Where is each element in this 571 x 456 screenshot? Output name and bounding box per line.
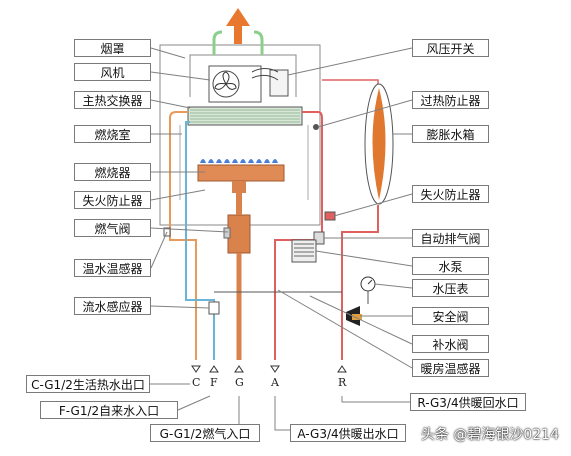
flue-hood: [189, 54, 297, 97]
label-flameout-protector-right: 失火防止器: [412, 185, 489, 203]
heating-supply-pipe: [274, 111, 323, 360]
label-f-cold-water-inlet: F-G1/2自来水入口: [40, 401, 178, 419]
pump-icon: [291, 239, 317, 263]
safety-valve-icon: [346, 306, 362, 326]
gas-valve-ports: [223, 227, 231, 239]
air-switch-tubes: [251, 68, 279, 81]
heating-return-pipe: [341, 205, 379, 360]
label-r-heating-return: R-G3/4供暖回水口: [410, 393, 526, 411]
flue-right-duct: [253, 30, 264, 55]
label-burner: 燃烧器: [74, 163, 151, 181]
label-auto-vent-valve: 自动排气阀: [412, 229, 489, 247]
label-a-heating-outlet: A-G3/4供暖出水口: [290, 424, 406, 442]
label-flameout-protector-left: 失火防止器: [74, 191, 151, 209]
hot-water-pipe: [169, 111, 197, 360]
label-pressure-gauge: 水压表: [412, 279, 489, 297]
pipe-letter-g: G: [235, 376, 244, 389]
label-refill-valve: 补水阀: [412, 335, 489, 353]
pipe-markers: [191, 365, 347, 373]
flow-sensor-body: [208, 301, 220, 315]
label-flow-sensor: 流水感应器: [74, 297, 151, 315]
label-expansion-tank: 膨胀水箱: [412, 125, 489, 143]
label-heating-temp-sensor: 暖房温感器: [412, 359, 489, 377]
leader-lines-right: [277, 47, 413, 369]
heat-exchanger-fins: [190, 109, 300, 123]
air-pressure-switch: [269, 69, 289, 97]
burner-flames: [200, 159, 278, 163]
label-safety-valve: 安全阀: [412, 307, 489, 325]
tank-return-link: [322, 79, 379, 88]
label-flue-hood: 烟罩: [74, 39, 151, 57]
watermark: 头条 @碧海银沙0214: [420, 427, 559, 443]
pipe-letter-f: F: [210, 376, 218, 389]
pipe-letter-r: R: [338, 376, 347, 389]
combustion-chamber: [179, 125, 309, 200]
expansion-tank-diaphragm: [372, 88, 386, 200]
burner-body: [197, 164, 285, 182]
flameout-sensor-right: [324, 211, 336, 221]
leader-lines-bottom: [150, 383, 410, 431]
pipe-letter-a: A: [271, 376, 279, 389]
label-main-heat-exchanger: 主热交换器: [74, 91, 151, 109]
label-water-temp-sensor: 温水温感器: [74, 259, 151, 277]
label-c-hot-water-outlet: C-G1/2生活热水出口: [26, 375, 150, 393]
flue-arrow-icon: [226, 8, 250, 44]
flue-left-duct: [212, 30, 223, 55]
label-overheat-protector: 过热防止器: [412, 91, 489, 109]
pipe-letter-c: C: [192, 376, 201, 389]
label-gas-valve: 燃气阀: [74, 219, 151, 237]
pressure-gauge-icon: [360, 276, 376, 304]
label-g-gas-inlet: G-G1/2燃气入口: [150, 424, 260, 442]
gas-valve-body: [227, 214, 251, 254]
label-water-pump: 水泵: [412, 257, 489, 275]
leader-lines-left: [150, 47, 229, 309]
label-fan: 风机: [74, 63, 151, 81]
overheat-protector: [313, 124, 319, 130]
cold-water-pipe: [185, 121, 215, 360]
label-air-pressure-switch: 风压开关: [412, 39, 489, 57]
burner-manifold: [232, 181, 246, 193]
label-combustion-chamber: 燃烧室: [74, 125, 151, 143]
